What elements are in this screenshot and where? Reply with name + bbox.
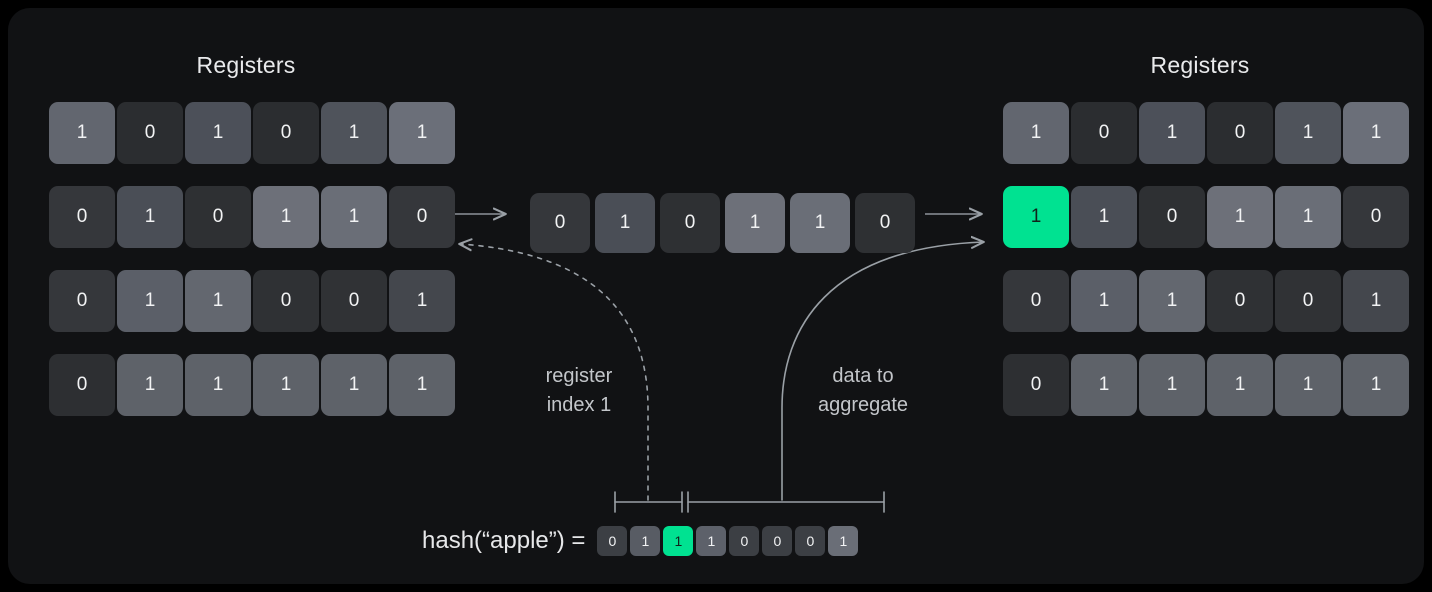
- right-register-cell: 0: [1207, 102, 1273, 164]
- left-register-cell: 0: [253, 102, 319, 164]
- left-register-cell: 0: [49, 186, 115, 248]
- right-register-cell: 1: [1275, 354, 1341, 416]
- right-register-cell: 0: [1207, 270, 1273, 332]
- left-register-cell: 0: [389, 186, 455, 248]
- right-register-cell: 0: [1343, 186, 1409, 248]
- left-register-cell: 1: [185, 102, 251, 164]
- left-register-cell: 1: [389, 102, 455, 164]
- left-register-cell: 1: [185, 354, 251, 416]
- hash-bit-cell: 0: [795, 526, 826, 556]
- right-register-cell: 1: [1275, 102, 1341, 164]
- selected-register-cell: 1: [725, 193, 785, 253]
- data-to-aggregate-label: data to aggregate: [817, 365, 909, 416]
- selected-register-cell: 0: [530, 193, 590, 253]
- left-register-cell: 0: [49, 270, 115, 332]
- selected-register-cell: 0: [855, 193, 915, 253]
- left-register-cell: 0: [117, 102, 183, 164]
- selected-register-cell: 1: [595, 193, 655, 253]
- bracket-data-bits: [687, 491, 885, 513]
- left-register-cell: 0: [185, 186, 251, 248]
- left-register-cell: 1: [321, 354, 387, 416]
- right-register-cell: 0: [1071, 102, 1137, 164]
- right-register-cell: 1: [1003, 102, 1069, 164]
- right-registers-title: Registers: [1150, 52, 1250, 78]
- right-register-cell: 1: [1343, 354, 1409, 416]
- left-register-cell: 1: [253, 186, 319, 248]
- right-register-cell: 0: [1275, 270, 1341, 332]
- right-register-cell: 0: [1003, 270, 1069, 332]
- selected-register-cell: 0: [660, 193, 720, 253]
- left-register-cell: 0: [49, 354, 115, 416]
- left-register-cell: 1: [117, 270, 183, 332]
- right-register-cell: 0: [1139, 186, 1205, 248]
- selected-register-cell: 1: [790, 193, 850, 253]
- hash-bit-cell: 1: [828, 526, 859, 556]
- right-register-cell: 1: [1275, 186, 1341, 248]
- left-register-cell: 1: [389, 354, 455, 416]
- right-register-cell: 1: [1139, 354, 1205, 416]
- right-register-cell: 1: [1139, 270, 1205, 332]
- right-register-cell: 1: [1071, 270, 1137, 332]
- hash-bit-cell: 0: [729, 526, 760, 556]
- left-register-cell: 1: [321, 186, 387, 248]
- hash-bit-cell: 0: [597, 526, 628, 556]
- right-register-cell: 1: [1207, 354, 1273, 416]
- hash-bit-cell: 1: [630, 526, 661, 556]
- hash-bit-cell: 1: [663, 526, 694, 556]
- right-register-cell: 1: [1071, 186, 1137, 248]
- right-register-cell: 0: [1003, 354, 1069, 416]
- left-register-cell: 0: [321, 270, 387, 332]
- right-register-cell: 1: [1343, 270, 1409, 332]
- register-index-label: register index 1: [545, 365, 613, 416]
- left-register-cell: 1: [253, 354, 319, 416]
- bracket-register-index: [614, 491, 683, 513]
- right-register-cell: 1: [1139, 102, 1205, 164]
- left-register-cell: 1: [389, 270, 455, 332]
- left-register-cell: 1: [185, 270, 251, 332]
- left-registers-title: Registers: [196, 52, 296, 78]
- left-register-cell: 1: [117, 354, 183, 416]
- left-register-cell: 1: [117, 186, 183, 248]
- right-register-cell: 1: [1003, 186, 1069, 248]
- left-register-cell: 0: [253, 270, 319, 332]
- hash-bit-cell: 0: [762, 526, 793, 556]
- hash-bit-cell: 1: [696, 526, 727, 556]
- left-register-cell: 1: [49, 102, 115, 164]
- left-register-cell: 1: [321, 102, 387, 164]
- hash-expression-label: hash(“apple”) =: [422, 527, 586, 554]
- right-register-cell: 1: [1207, 186, 1273, 248]
- right-register-cell: 1: [1343, 102, 1409, 164]
- right-register-cell: 1: [1071, 354, 1137, 416]
